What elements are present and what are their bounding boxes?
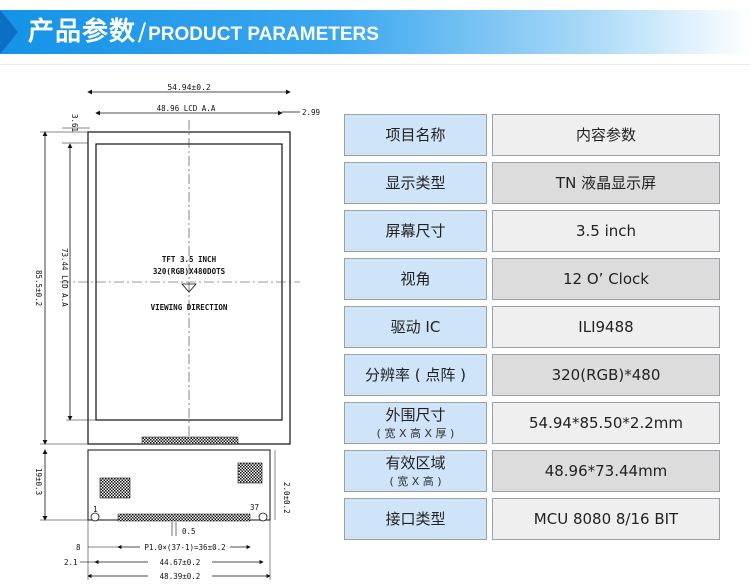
technical-drawing: 54.94±0.2 48.96 LCD A.A 2.99 3.61 TFT 3.… bbox=[0, 70, 320, 586]
row-value: MCU 8080 8/16 BIT bbox=[492, 498, 720, 540]
row-label: 有效区域 ( 宽 X 高 ) bbox=[344, 450, 487, 492]
title-separator: / bbox=[138, 18, 147, 46]
fpc-chip-right bbox=[237, 462, 263, 484]
row-label: 屏幕尺寸 bbox=[344, 210, 487, 252]
dim-pitch: P1.0×(37-1)=36±0.2 bbox=[144, 543, 225, 552]
dim-left-21: 2.1 bbox=[64, 558, 78, 567]
row-value: 54.94*85.50*2.2mm bbox=[492, 402, 720, 444]
row-label: 接口类型 bbox=[344, 498, 487, 540]
header-banner bbox=[0, 10, 750, 54]
row-label: 显示类型 bbox=[344, 162, 487, 204]
dim-pin-width: 0.5 bbox=[182, 527, 196, 536]
table-row: 有效区域 ( 宽 X 高 ) 48.96*73.44mm bbox=[344, 450, 720, 498]
row-value: ILI9488 bbox=[492, 306, 720, 348]
header-arrow-icon bbox=[0, 10, 18, 54]
dim-right-edge: 2.99 bbox=[302, 108, 320, 117]
dim-outer-width: 48.39±0.2 bbox=[160, 572, 201, 581]
header-title: 产品参数/PRODUCT PARAMETERS bbox=[28, 12, 379, 52]
dim-total-width: 54.94±0.2 bbox=[167, 83, 211, 92]
panel-line-2: 320(RGB)X480DOTS bbox=[153, 267, 226, 276]
dim-inner-width: 44.67±0.2 bbox=[160, 558, 201, 567]
row-value: 3.5 inch bbox=[492, 210, 720, 252]
dim-total-height: 85.5±0.2 bbox=[34, 270, 43, 306]
panel-line-1: TFT 3.5 INCH bbox=[162, 255, 217, 264]
dim-top-offset: 3.61 bbox=[70, 114, 79, 132]
viewing-arrow-icon bbox=[181, 283, 197, 293]
dim-lcd-aa-width: 48.96 LCD A.A bbox=[157, 104, 216, 113]
header-divider bbox=[0, 64, 750, 65]
table-row: 项目名称 内容参数 bbox=[344, 114, 720, 162]
row-label: 分辨率 ( 点阵 ) bbox=[344, 354, 487, 396]
fpc-chip-left bbox=[99, 477, 131, 499]
table-row: 驱动 IC ILI9488 bbox=[344, 306, 720, 354]
title-chinese: 产品参数 bbox=[28, 17, 137, 47]
table-row: 分辨率 ( 点阵 ) 320(RGB)*480 bbox=[344, 354, 720, 402]
drawing-svg: 54.94±0.2 48.96 LCD A.A 2.99 3.61 TFT 3.… bbox=[34, 83, 320, 581]
row-value: TN 液晶显示屏 bbox=[492, 162, 720, 204]
row-label: 外围尺寸 ( 宽 X 高 X 厚 ) bbox=[344, 402, 487, 444]
title-english: PRODUCT PARAMETERS bbox=[148, 24, 379, 45]
row-label: 视角 bbox=[344, 258, 487, 300]
page-header: 产品参数/PRODUCT PARAMETERS bbox=[0, 0, 750, 62]
row-label: 项目名称 bbox=[344, 114, 487, 156]
dim-lcd-aa-height: 73.44 LCD A.A bbox=[60, 248, 69, 307]
dim-right-small: 2.0±0.2 bbox=[282, 482, 291, 514]
row-value: 320(RGB)*480 bbox=[492, 354, 720, 396]
table-row: 接口类型 MCU 8080 8/16 BIT bbox=[344, 498, 720, 546]
parameter-table: 项目名称 内容参数 显示类型 TN 液晶显示屏 屏幕尺寸 3.5 inch 视角… bbox=[344, 114, 720, 546]
table-row: 显示类型 TN 液晶显示屏 bbox=[344, 162, 720, 210]
row-value: 12 O’ Clock bbox=[492, 258, 720, 300]
panel-line-3: VIEWING DIRECTION bbox=[151, 303, 228, 312]
table-row: 屏幕尺寸 3.5 inch bbox=[344, 210, 720, 258]
pin-last-label: 37 bbox=[250, 503, 259, 512]
dim-fpc-height: 19±0.3 bbox=[34, 468, 43, 495]
dim-left-8: 8 bbox=[76, 543, 81, 552]
pin-first-label: 1 bbox=[93, 505, 98, 514]
table-row: 外围尺寸 ( 宽 X 高 X 厚 ) 54.94*85.50*2.2mm bbox=[344, 402, 720, 450]
table-row: 视角 12 O’ Clock bbox=[344, 258, 720, 306]
row-value: 48.96*73.44mm bbox=[492, 450, 720, 492]
row-value: 内容参数 bbox=[492, 114, 720, 156]
row-label: 驱动 IC bbox=[344, 306, 487, 348]
pin-row bbox=[117, 513, 251, 522]
